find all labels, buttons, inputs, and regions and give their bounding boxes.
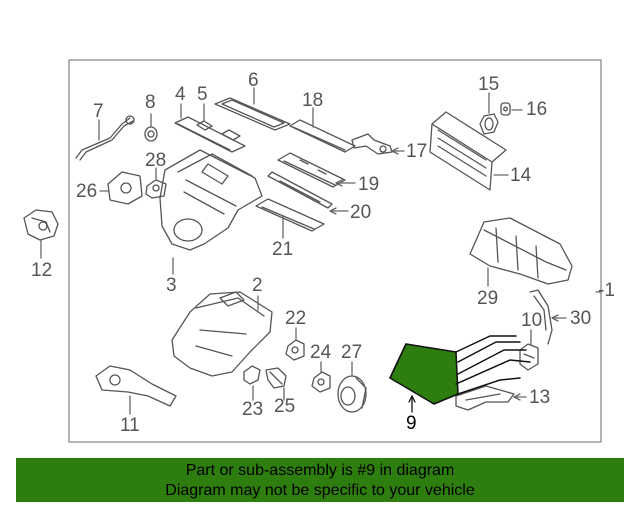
part-30-drawing: [529, 289, 553, 345]
callout-22: 22: [285, 308, 307, 329]
part-15-drawing: [479, 113, 499, 135]
part-8-drawing: [144, 126, 158, 142]
part-17-drawing: [351, 133, 393, 155]
callout-25: 25: [274, 396, 296, 417]
banner-line-disclaimer: Diagram may not be specific to your vehi…: [165, 482, 475, 499]
callout-20: 20: [350, 202, 372, 223]
callout-6: 6: [248, 70, 259, 91]
callout-27: 27: [341, 342, 363, 363]
part-25-drawing: [265, 367, 287, 389]
part-16-drawing: [500, 102, 511, 116]
callout-2: 2: [252, 275, 263, 296]
part-6-drawing: [214, 97, 291, 131]
part-29-drawing: [469, 217, 573, 285]
callout-4: 4: [175, 84, 186, 105]
part-4-drawing: [174, 116, 246, 153]
callout-11: 11: [120, 415, 140, 436]
callout-18: 18: [302, 90, 324, 111]
callout-24: 24: [310, 342, 332, 363]
diagram-notice-banner: Part or sub-assembly is #9 in diagram Di…: [16, 458, 624, 502]
callout-14: 14: [510, 165, 532, 186]
banner-line-part-number: Part or sub-assembly is #9 in diagram: [185, 462, 455, 479]
callout-17: 17: [406, 141, 428, 162]
callout-16: 16: [526, 99, 548, 120]
part-5-drawing: [196, 120, 241, 141]
part-20-drawing: [267, 171, 333, 209]
part-22-drawing: [285, 339, 305, 361]
part-23-drawing: [243, 365, 261, 385]
parts-diagram: [23, 59, 602, 443]
diagram-frame: [68, 59, 602, 443]
part-19-drawing: [277, 152, 346, 188]
part-26-drawing: [107, 171, 143, 205]
callout-10: 10: [521, 310, 543, 331]
part-2-drawing: [171, 291, 273, 377]
callout-5: 5: [197, 84, 208, 105]
callout-7: 7: [93, 101, 104, 122]
part-7-drawing: [75, 115, 135, 161]
callout-21: 21: [272, 239, 294, 260]
callout-8: 8: [145, 92, 156, 113]
callout-23: 23: [242, 399, 264, 420]
callout-26: 26: [76, 181, 98, 202]
callout-1: -1: [598, 280, 615, 301]
part-12-drawing: [23, 209, 59, 241]
callout-15: 15: [478, 74, 500, 95]
callout-3: 3: [166, 275, 177, 296]
callout-28: 28: [145, 150, 167, 171]
callout-13: 13: [529, 387, 551, 408]
callout-30: 30: [570, 308, 592, 329]
part-18-drawing: [289, 119, 356, 153]
callout-19: 19: [358, 174, 380, 195]
part-21-drawing: [255, 198, 325, 232]
callout-9: 9: [406, 413, 417, 434]
callout-29: 29: [477, 288, 499, 309]
part-9-heater-core: [389, 335, 531, 405]
part-11-drawing: [95, 365, 177, 407]
part-13-drawing: [455, 385, 515, 411]
part-3-drawing: [159, 149, 263, 251]
part-10-drawing: [519, 343, 539, 371]
callout-12: 12: [31, 260, 53, 281]
part-14-drawing: [429, 111, 507, 191]
part-27-drawing: [337, 375, 367, 413]
part-24-drawing: [311, 371, 331, 393]
